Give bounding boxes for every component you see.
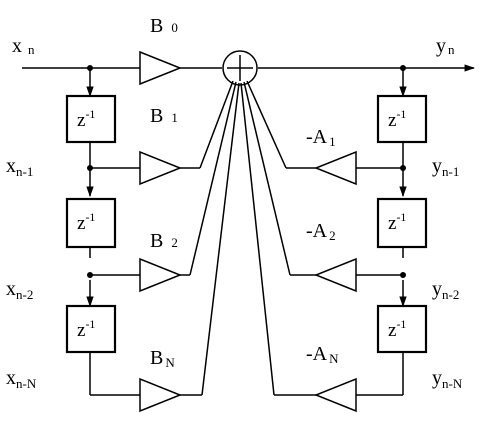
delay-box-right-3 (376, 304, 428, 354)
amplifier-b2 (139, 257, 183, 293)
amplifier-b0 (139, 50, 183, 86)
amplifier-a1 (313, 150, 357, 186)
a1-to-adder-diag (246, 80, 287, 169)
delay-label-right-3: z-1 (388, 317, 406, 341)
amplifier-an (313, 377, 357, 413)
left-tap-label-2: xn-2 (6, 278, 33, 302)
delay-label-left-2: z-1 (77, 210, 95, 234)
junction-dot-left-2 (87, 272, 93, 278)
delay-box-left-1 (65, 94, 117, 144)
right-tap-label-1: yn-1 (432, 155, 459, 179)
junction-dot-right-2 (400, 272, 406, 278)
right-tap-label-2: yn-2 (432, 278, 459, 302)
delay-box-right-2 (376, 197, 428, 249)
right-tap-label-n: yn-N (432, 367, 463, 391)
b2-to-adder-diag (189, 81, 237, 276)
an-to-adder-diag (240, 82, 275, 396)
delay-box-left-3 (65, 304, 117, 354)
delay-label-right-1: z-1 (388, 107, 406, 131)
b1-to-adder-diag (199, 80, 234, 169)
junction-dot-left-1 (87, 165, 93, 171)
left-tap-label-n: xn-N (6, 367, 37, 391)
amplifier-bn (139, 377, 183, 413)
delay-box-left-2 (65, 197, 117, 249)
amplifier-a2 (313, 257, 357, 293)
delay-label-right-2: z-1 (388, 210, 406, 234)
amplifier-b1 (139, 150, 183, 186)
junction-dot-output (400, 65, 406, 71)
adder-circle (222, 50, 258, 86)
junction-dot-input (87, 65, 93, 71)
a2-to-adder-diag (243, 81, 291, 276)
left-tap-label-1: xn-1 (6, 155, 33, 179)
delay-label-left-3: z-1 (77, 317, 95, 341)
junction-dot-right-1 (400, 165, 406, 171)
delay-label-left-1: z-1 (77, 107, 95, 131)
delay-box-right-1 (376, 94, 428, 144)
bn-to-adder-diag (201, 82, 240, 396)
